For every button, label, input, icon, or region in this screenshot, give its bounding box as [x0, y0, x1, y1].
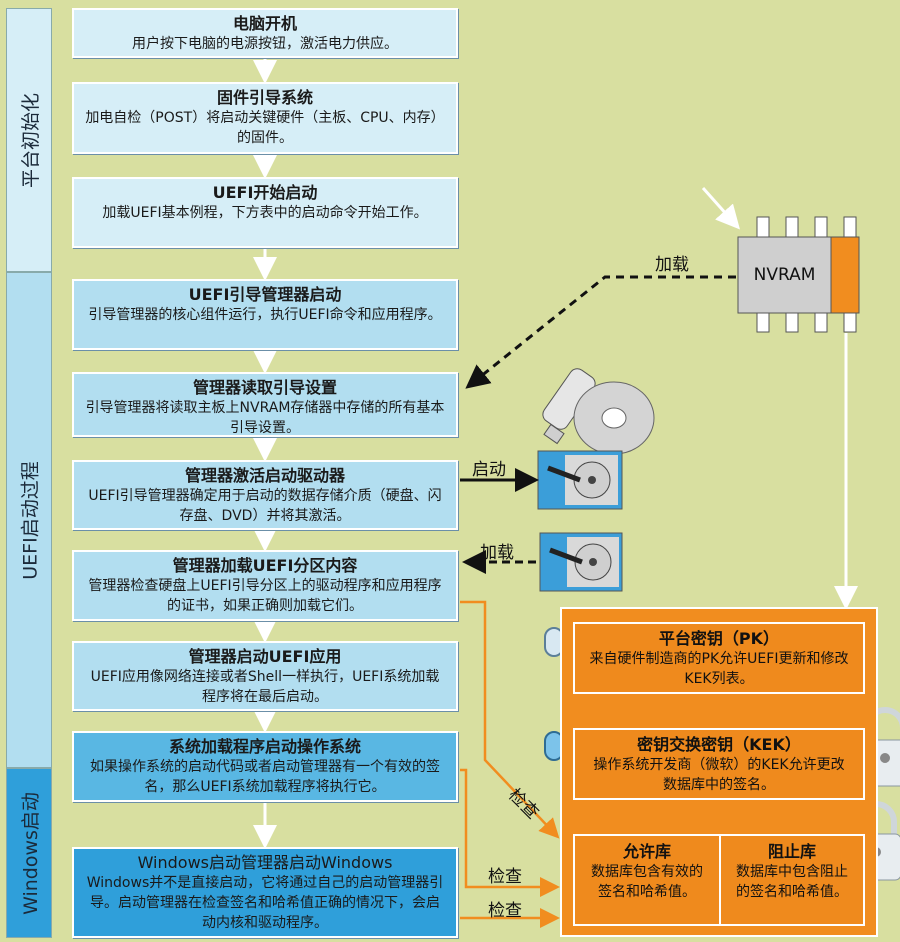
- allow-db-box: 允许库 数据库包含有效的签名和哈希值。: [573, 834, 721, 926]
- step-read-boot-settings: 管理器读取引导设置 引导管理器将读取主板上NVRAM存储器中存储的所有基本引导设…: [72, 372, 458, 437]
- hard-drive-icon: [537, 450, 623, 510]
- step-desc: UEFI引导管理器确定用于启动的数据存储介质（硬盘、闪存盘、DVD）并将其激活。: [88, 488, 442, 524]
- kek-desc: 操作系统开发商（微软）的KEK允许更改数据库中的签名。: [593, 757, 845, 793]
- step-title: 管理器启动UEFI应用: [188, 647, 342, 666]
- step-desc: 用户按下电脑的电源按钮，激活电力供应。: [132, 36, 398, 52]
- step-windows-boot-manager: Windows启动管理器启动Windows Windows并不是直接启动，它将通…: [72, 847, 458, 938]
- step-desc: 如果操作系统的启动代码或者启动管理器有一个有效的签名，那么UEFI系统加载程序将…: [90, 759, 440, 795]
- phase-platform-init: 平台初始化: [6, 8, 52, 272]
- platform-key-box: 平台密钥（PK） 来自硬件制造商的PK允许UEFI更新和修改KEK列表。: [573, 622, 865, 694]
- step-desc: Windows并不是直接启动，它将通过自己的启动管理器引导。启动管理器在检查签名…: [86, 875, 444, 931]
- kek-box: 密钥交换密钥（KEK） 操作系统开发商（微软）的KEK允许更改数据库中的签名。: [573, 728, 865, 800]
- db-title: 允许库: [622, 842, 671, 861]
- check-label-2: 检查: [488, 867, 522, 887]
- step-start-uefi-app: 管理器启动UEFI应用 UEFI应用像网络连接或者Shell一样执行，UEFI系…: [72, 641, 458, 711]
- step-title: UEFI引导管理器启动: [188, 285, 342, 304]
- step-desc: 加电自检（POST）将启动关键硬件（主板、CPU、内存）的固件。: [85, 110, 445, 146]
- dbx-desc: 数据库中包含阻止的签名和哈希值。: [736, 864, 848, 900]
- step-title: 电脑开机: [232, 14, 297, 33]
- step-power-on: 电脑开机 用户按下电脑的电源按钮，激活电力供应。: [72, 8, 458, 58]
- start-drive-label: 启动: [472, 460, 506, 480]
- step-title: Windows启动管理器启动Windows: [137, 853, 393, 872]
- check-label-3: 检查: [488, 901, 522, 921]
- step-desc: UEFI应用像网络连接或者Shell一样执行，UEFI系统加载程序将在最后启动。: [90, 669, 440, 705]
- step-title: 管理器激活启动驱动器: [184, 466, 345, 485]
- phase-windows-boot: Windows启动: [6, 768, 52, 938]
- dbx-title: 阻止库: [767, 842, 816, 861]
- pk-title: 平台密钥（PK）: [658, 629, 780, 648]
- step-title: 管理器加载UEFI分区内容: [172, 556, 358, 575]
- deny-dbx-box: 阻止库 数据库中包含阻止的签名和哈希值。: [719, 834, 865, 926]
- step-boot-manager-start: UEFI引导管理器启动 引导管理器的核心组件运行，执行UEFI命令和应用程序。: [72, 279, 458, 350]
- step-firmware-boot: 固件引导系统 加电自检（POST）将启动关键硬件（主板、CPU、内存）的固件。: [72, 82, 458, 154]
- step-loader-start-os: 系统加载程序启动操作系统 如果操作系统的启动代码或者启动管理器有一个有效的签名，…: [72, 731, 458, 802]
- check-arrows: [460, 600, 560, 928]
- pk-desc: 来自硬件制造商的PK允许UEFI更新和修改KEK列表。: [589, 651, 849, 687]
- step-title: UEFI开始启动: [212, 183, 318, 202]
- phase-uefi-boot: UEFI启动过程: [6, 272, 52, 768]
- kek-title: 密钥交换密钥（KEK）: [637, 735, 801, 754]
- db-desc: 数据库包含有效的签名和哈希值。: [591, 864, 703, 900]
- nvram-label: NVRAM: [753, 265, 816, 285]
- step-desc: 管理器检查硬盘上UEFI引导分区上的驱动程序和应用程序的证书，如果正确则加载它们…: [88, 578, 442, 614]
- step-uefi-start: UEFI开始启动 加载UEFI基本例程，下方表中的启动命令开始工作。: [72, 177, 458, 248]
- step-title: 管理器读取引导设置: [192, 378, 337, 397]
- step-desc: 引导管理器的核心组件运行，执行UEFI命令和应用程序。: [88, 307, 442, 323]
- cd-icon: [573, 381, 655, 455]
- step-load-partition: 管理器加载UEFI分区内容 管理器检查硬盘上UEFI引导分区上的驱动程序和应用程…: [72, 550, 458, 621]
- load-partition-label: 加载: [480, 543, 514, 563]
- nvram-chip-icon: [737, 216, 860, 333]
- nvram-load-arrow: [465, 275, 736, 389]
- step-activate-drive: 管理器激活启动驱动器 UEFI引导管理器确定用于启动的数据存储介质（硬盘、闪存盘…: [72, 460, 458, 530]
- usb-stick-icon: [542, 368, 596, 445]
- step-desc: 加载UEFI基本例程，下方表中的启动命令开始工作。: [102, 205, 428, 221]
- step-title: 固件引导系统: [216, 88, 313, 107]
- hard-drive-icon-2: [539, 532, 623, 592]
- load-nvram-label: 加载: [655, 255, 689, 275]
- step-title: 系统加载程序启动操作系统: [168, 737, 361, 756]
- step-desc: 引导管理器将读取主板上NVRAM存储器中存储的所有基本引导设置。: [85, 400, 445, 436]
